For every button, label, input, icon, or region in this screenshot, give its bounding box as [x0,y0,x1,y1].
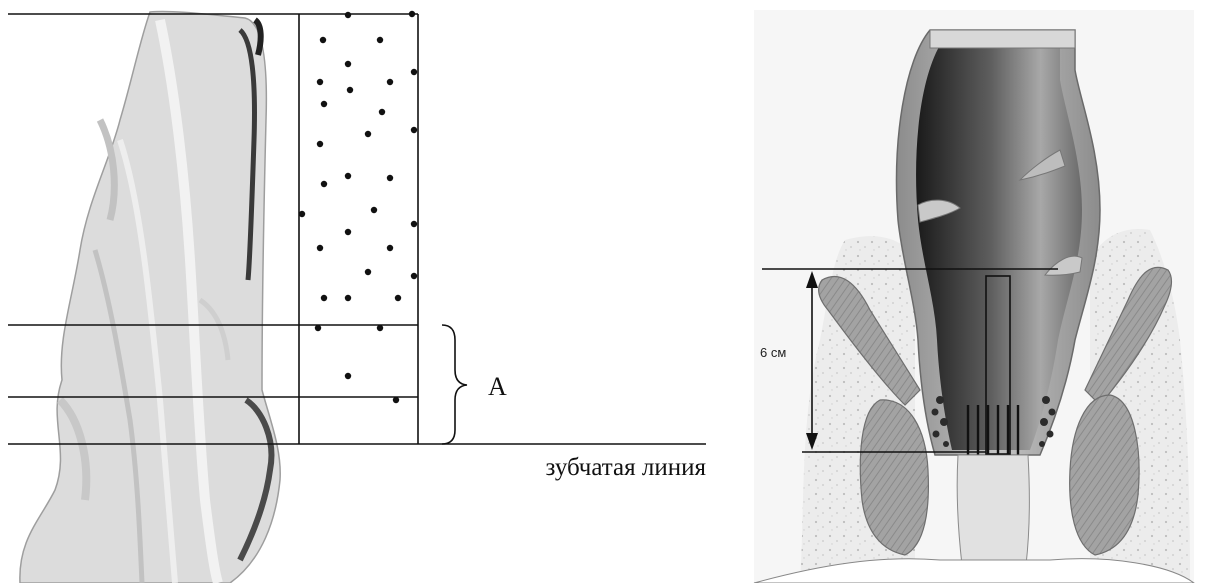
anal-canal [957,455,1029,565]
column-dot [345,373,351,379]
column-dot [317,79,323,85]
column-dot [379,109,385,115]
tissue-section-image [20,11,280,583]
rectal-top-cut [930,30,1075,48]
column-dot [315,325,321,331]
column-dot [321,181,327,187]
column-dot [371,207,377,213]
column-dot [387,79,393,85]
column-dot [317,141,323,147]
column-dot [365,269,371,275]
bracket-label: A [488,372,507,401]
column-dot [395,295,401,301]
column-dot [377,37,383,43]
column-dot [393,397,399,403]
column-dot [347,87,353,93]
column-dot [317,245,323,251]
column-dot [387,175,393,181]
curly-brace [442,325,467,444]
column-dot [299,211,305,217]
column-dot [345,12,351,18]
column-dot [321,295,327,301]
column-dot [345,295,351,301]
column-dot [411,127,417,133]
column-dot [411,273,417,279]
column-dot [411,221,417,227]
dentate-line-label: зубчатая линия [546,454,707,481]
column-dot [411,69,417,75]
anatomy-illustration-panel: 6 см [754,10,1194,583]
column-dot [345,229,351,235]
column-dot [377,325,383,331]
column-dot [365,131,371,137]
measurement-label: 6 см [760,345,786,360]
column-dot [321,101,327,107]
column-dot [409,11,415,17]
column-dot [345,61,351,67]
column-dots-lower [315,325,399,403]
histology-panel: A зубчатая линия [8,11,706,583]
column-dot [320,37,326,43]
column-dots-upper [299,11,417,301]
column-dot [345,173,351,179]
column-dot [387,245,393,251]
